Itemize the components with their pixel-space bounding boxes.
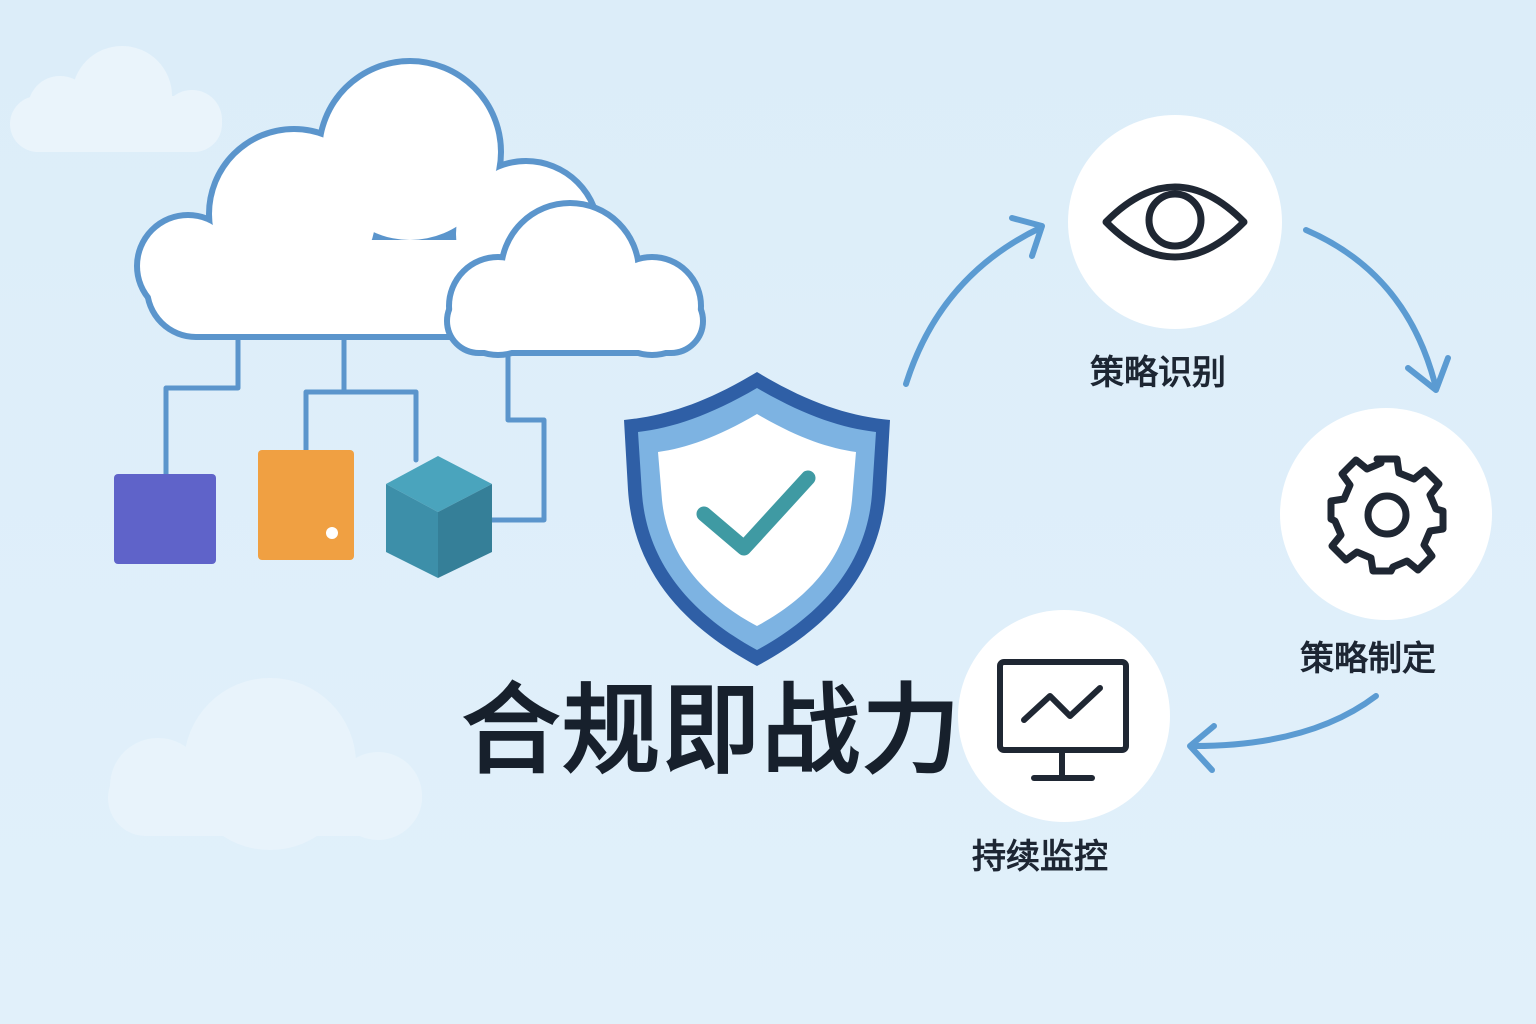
- step-label-identify: 策略识别: [1090, 353, 1226, 393]
- orange-door-icon: [258, 450, 354, 560]
- page-title: 合规即战力: [462, 674, 963, 788]
- gear-icon: [1327, 455, 1447, 575]
- cloud-connector-lines: [163, 327, 547, 523]
- arrow-to-identify: [903, 225, 1043, 387]
- cloud-icon-small: [444, 200, 706, 358]
- arrow-to-define: [1303, 227, 1439, 391]
- eye-icon: [1102, 183, 1248, 261]
- monitor-chart-icon: [997, 659, 1129, 781]
- identify-circle: [1068, 115, 1282, 329]
- step-label-monitor: 持续监控: [972, 837, 1108, 877]
- teal-cube-icon: [386, 456, 492, 578]
- arrow-to-monitor: [1191, 693, 1379, 749]
- purple-square-icon: [114, 474, 216, 564]
- cycle-arrows: [903, 215, 1451, 773]
- background-cloud-top-left: [10, 46, 222, 152]
- define-circle: [1280, 408, 1492, 620]
- monitor-circle: [958, 610, 1170, 822]
- background-cloud-bottom-left: [108, 678, 422, 850]
- step-label-define: 策略制定: [1300, 639, 1436, 679]
- shield-check-icon: [624, 372, 890, 666]
